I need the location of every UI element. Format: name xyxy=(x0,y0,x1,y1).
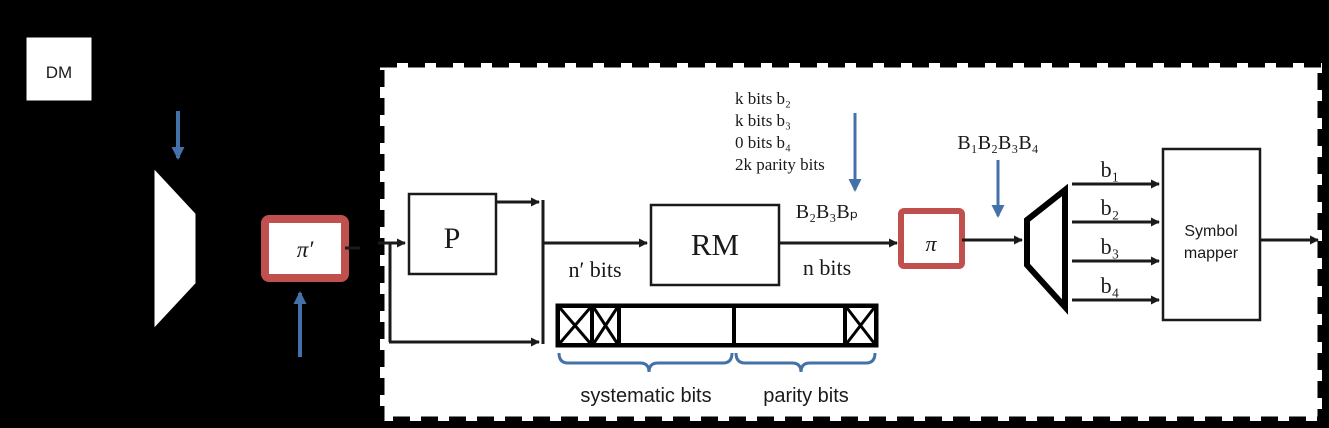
n-prime-path: n′ bits xyxy=(543,238,648,282)
p-block: P xyxy=(407,192,498,276)
rm-output-bits-label: B₂B₃Bₚ xyxy=(796,201,859,223)
brace-systematic-bits-label: systematic bits xyxy=(580,385,711,407)
n-bits-label: n bits xyxy=(803,255,851,280)
demux-shape xyxy=(1024,183,1068,315)
demux-input-bits-label: B₁B₂B₃B₄ xyxy=(957,132,1038,154)
dm-box-label: DM xyxy=(46,63,72,82)
demux-output-label-b2: b₂ xyxy=(1101,195,1120,220)
demux-output-b1: b₁ xyxy=(1072,157,1160,189)
symbol-mapper-label-line1: Symbol xyxy=(1184,223,1237,240)
rm-block-label: RM xyxy=(691,227,739,262)
bit-array-cell-4 xyxy=(732,304,847,347)
annotation-line-2: k bits b₃ xyxy=(735,111,791,130)
pi-output-path: B₁B₂B₃B₄ xyxy=(957,132,1039,245)
demux-output-label-b4: b₄ xyxy=(1101,273,1120,298)
annotation-line-1: k bits b₂ xyxy=(735,89,791,108)
demux-output-b3: b₃ xyxy=(1072,234,1160,266)
symbol-mapper-block: Symbol mapper xyxy=(1161,147,1262,322)
pi-block: π xyxy=(898,208,965,269)
interleaver-prime-box: π′ xyxy=(261,215,349,282)
interleaver-prime-label: π′ xyxy=(297,237,315,262)
brace-systematic-bits: systematic bits xyxy=(557,352,734,407)
rm-block: RM xyxy=(649,203,781,287)
annotation-line-4: 2k parity bits xyxy=(735,155,825,174)
demux-output-label-b3: b₃ xyxy=(1101,234,1120,259)
bit-array xyxy=(555,303,879,348)
demux-output-label-b1: b₁ xyxy=(1101,157,1120,182)
dm-box: DM xyxy=(26,37,92,101)
demux-output-b2: b₂ xyxy=(1072,195,1160,227)
n-prime-bits-label: n′ bits xyxy=(568,257,621,282)
brace-parity-bits: parity bits xyxy=(734,352,877,407)
annotation-line-3: 0 bits b₄ xyxy=(735,133,791,152)
rm-output-path: B₂B₃Bₚ n bits xyxy=(779,201,898,280)
p-block-label: P xyxy=(444,222,461,255)
bit-allocation-annotation: k bits b₂ k bits b₃ 0 bits b₄ 2k parity … xyxy=(735,89,825,174)
demux-output-b4: b₄ xyxy=(1072,273,1160,305)
input-split-path xyxy=(378,238,540,347)
symbol-mapper-label-line2: mapper xyxy=(1184,245,1239,262)
bit-array-cell-3 xyxy=(617,304,736,347)
pi-block-label: π xyxy=(925,231,937,256)
p-output-path xyxy=(496,197,545,344)
distribution-shaper-shape xyxy=(154,169,196,328)
brace-parity-bits-label: parity bits xyxy=(763,385,849,407)
